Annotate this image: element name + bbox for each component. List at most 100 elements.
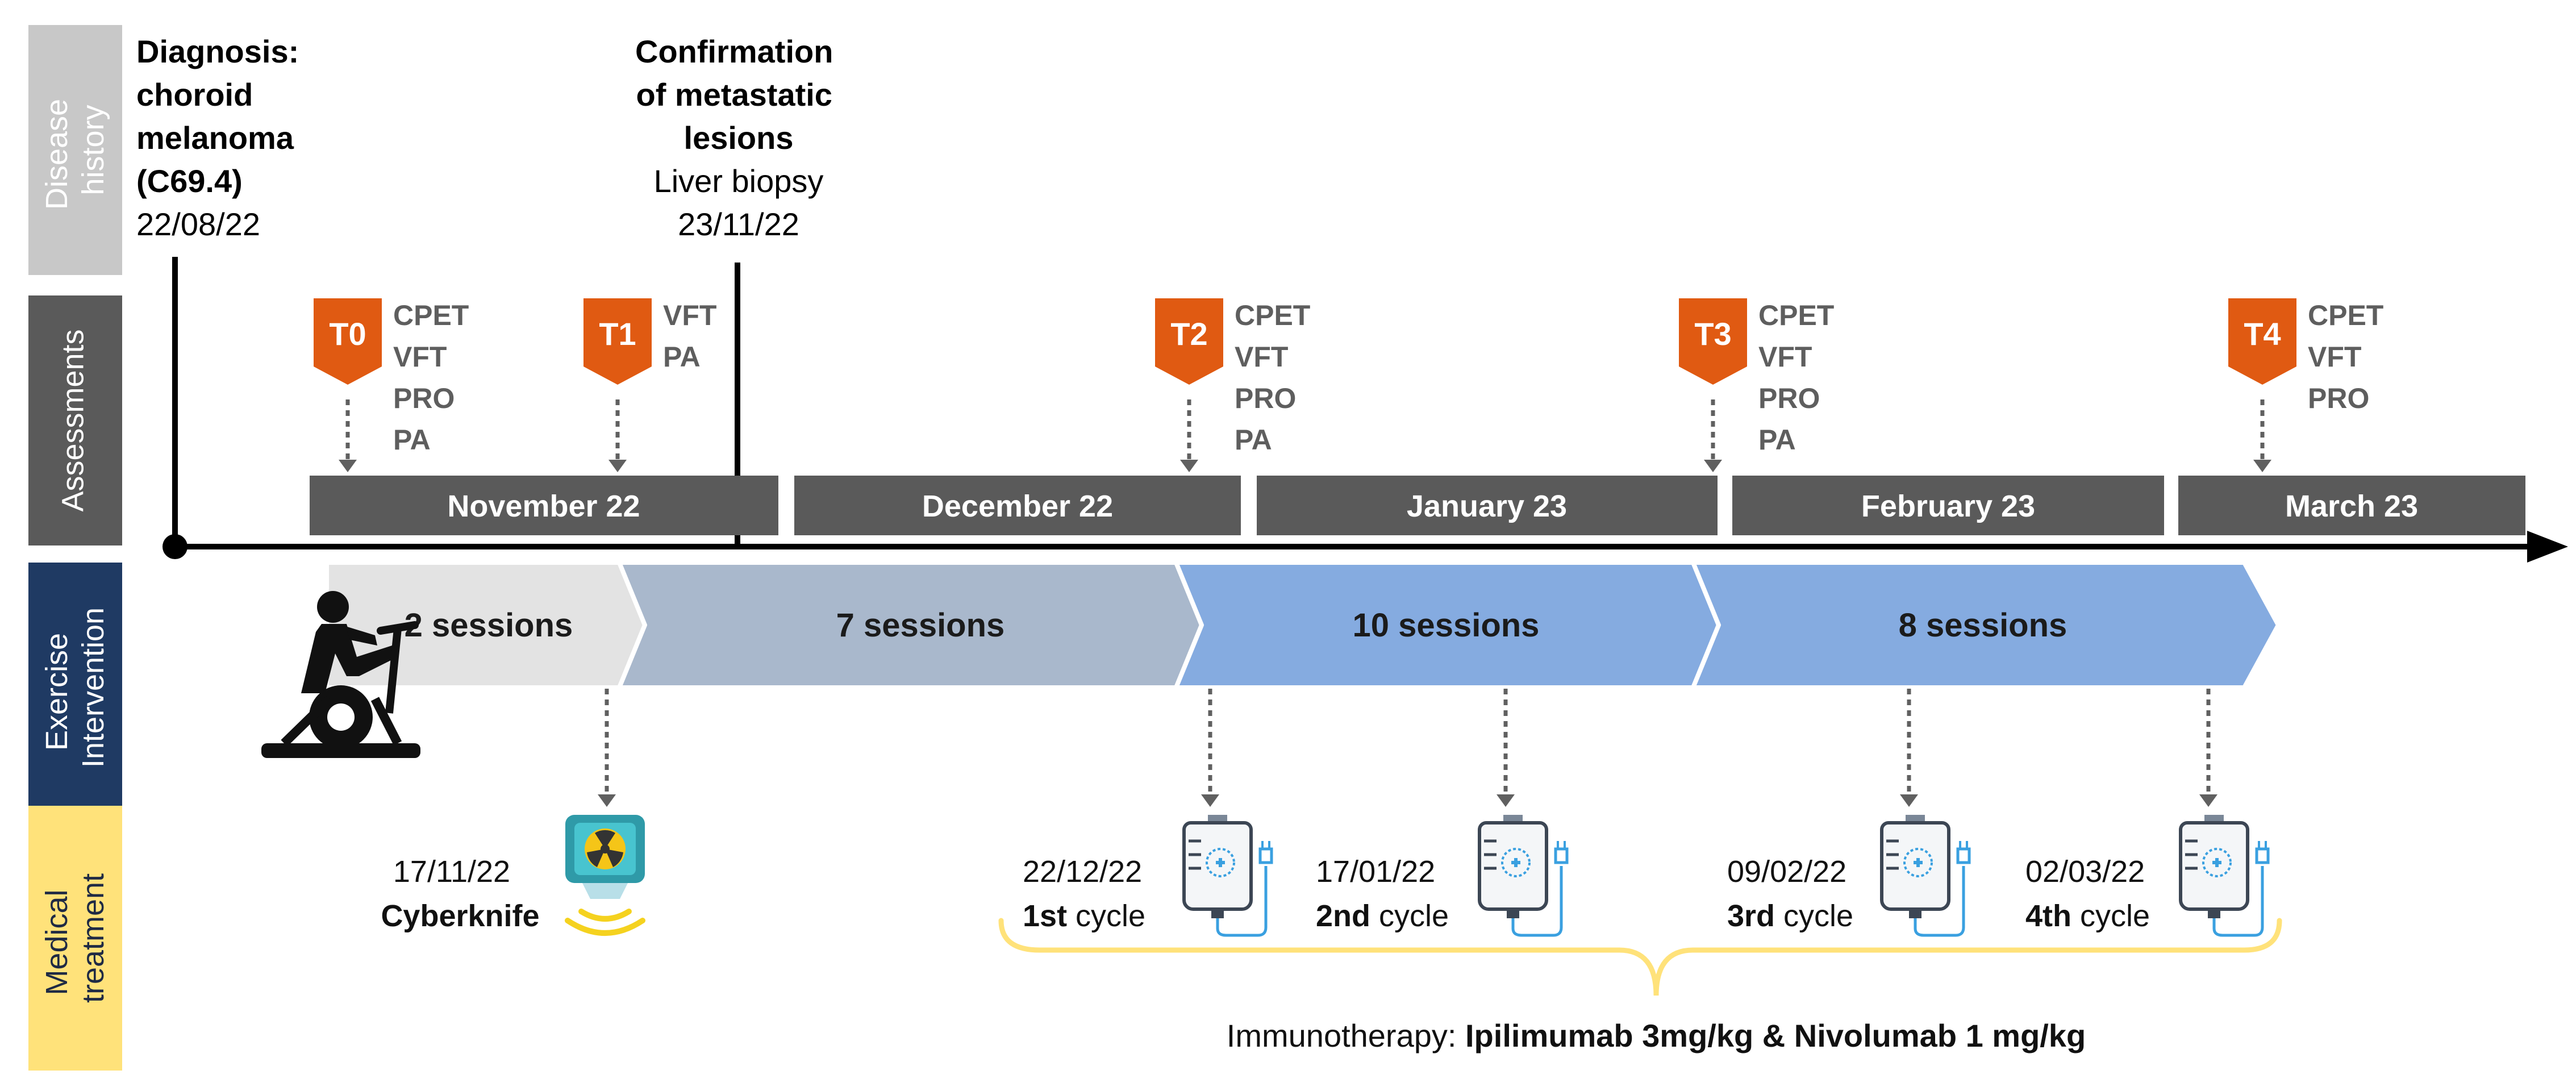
- immunotherapy-brace: [998, 918, 2282, 996]
- assessment-item: VFT: [663, 299, 716, 331]
- exercise-chevrons: 2 sessions 7 sessions 10 sessions 8 sess…: [324, 560, 2281, 690]
- month-label-december: December 22: [922, 489, 1113, 523]
- assessment-tags: T0 CPET VFT PRO PA T1 VFT PA T2 CPE: [314, 298, 2391, 472]
- confirmation-title-line-2: of metastatic: [636, 77, 832, 113]
- assessment-arrowhead: [608, 460, 627, 472]
- assessment-items: CPET VFT PRO PA: [1235, 299, 1318, 456]
- month-label-january: January 23: [1407, 489, 1567, 523]
- diagnosis-title-line-1: Diagnosis:: [136, 34, 299, 69]
- assessment-tag-shape: [2228, 298, 2296, 385]
- treatment-arrowhead-cycle-3: [1900, 794, 1918, 807]
- assessment-tag-label: T0: [329, 316, 366, 352]
- assessment-arrowhead: [1180, 460, 1198, 472]
- treatment-ordinal: 2nd: [1316, 899, 1370, 933]
- assessment-item: CPET: [1758, 299, 1834, 331]
- month-label-march: March 23: [2285, 489, 2418, 523]
- assessment-item: PA: [663, 341, 701, 373]
- immunotherapy-drugs: Ipilimumab 3mg/kg & Nivolumab 1 mg/kg: [1465, 1018, 2086, 1053]
- row-label-disease-line-1: Disease: [40, 99, 74, 210]
- timeline-origin-dot: [162, 534, 187, 559]
- iv-bag-icon: [2179, 815, 2270, 937]
- iv-bag-icon: [1182, 815, 1273, 937]
- assessment-tag-label: T4: [2244, 316, 2281, 352]
- assessment-items: VFT PA: [663, 299, 724, 373]
- row-label-bg-assessments: [28, 295, 122, 546]
- treatment-date-cycle-1: 22/12/22: [1023, 855, 1142, 889]
- treatment-label-cycle-3: 3rd cycle: [1727, 899, 1853, 933]
- treatment-suffix: cycle: [1370, 899, 1449, 933]
- assessment-item: VFT: [1758, 341, 1812, 373]
- timeline-axis: [162, 531, 2568, 563]
- treatment-date-cycle-3: 09/02/22: [1727, 855, 1846, 889]
- assessment-t2: T2 CPET VFT PRO PA: [1155, 298, 1318, 472]
- treatment-arrowhead-cycle-4: [2199, 794, 2217, 807]
- treatment-suffix: cycle: [1775, 899, 1853, 933]
- assessment-arrowhead: [339, 460, 357, 472]
- assessment-item: PRO: [393, 382, 455, 414]
- treatment-ordinal: 3rd: [1727, 899, 1775, 933]
- row-label-exercise-line-2: Intervention: [76, 607, 110, 768]
- month-label-november: November 22: [447, 489, 640, 523]
- assessment-items: CPET VFT PRO: [2308, 299, 2391, 414]
- disease-history: Diagnosis: choroid melanoma (C69.4) 22/0…: [136, 34, 842, 547]
- assessment-item: PA: [1758, 424, 1796, 456]
- treatment-date-cyberknife: 17/11/22: [393, 855, 510, 889]
- month-bar-february: [1732, 476, 2164, 535]
- assessment-items: CPET VFT PRO PA: [393, 299, 477, 456]
- immunotherapy-caption: Immunotherapy: Ipilimumab 3mg/kg & Nivol…: [1227, 1018, 2086, 1053]
- diagnosis-title-line-4: (C69.4): [136, 163, 243, 199]
- confirmation-title: Confirmation of metastatic lesions: [635, 34, 842, 156]
- row-label-medical: Medical treatment: [40, 873, 110, 1003]
- treatment-arrowhead-cyberknife: [598, 794, 616, 807]
- assessment-tag-shape: [1155, 298, 1223, 385]
- treatment-suffix: cycle: [2071, 899, 2150, 933]
- treatment-ordinal: 4th: [2025, 899, 2071, 933]
- iv-bag-icon: [1478, 815, 1569, 937]
- exercise-label-10-sessions: 10 sessions: [1353, 607, 1540, 644]
- treatment-date-cycle-2: 17/01/22: [1316, 855, 1435, 889]
- assessment-item: PRO: [1235, 382, 1296, 414]
- assessment-tag-shape: [583, 298, 652, 385]
- assessment-item: PRO: [2308, 382, 2369, 414]
- assessment-item: VFT: [393, 341, 447, 373]
- assessment-t4: T4 CPET VFT PRO: [2228, 298, 2391, 472]
- treatment-ordinal: 1st: [1023, 899, 1067, 933]
- assessment-t3: T3 CPET VFT PRO PA: [1679, 298, 1834, 472]
- month-bar-march: [2178, 476, 2525, 535]
- exercise-label-7-sessions: 7 sessions: [836, 607, 1005, 644]
- stationary-bike-icon: [261, 591, 420, 758]
- confirmation-title-line-1: Confirmation: [635, 34, 833, 69]
- confirmation-detail: Liver biopsy: [654, 163, 824, 199]
- assessment-t0: T0 CPET VFT PRO PA: [314, 298, 477, 472]
- exercise-label-2-sessions: 2 sessions: [405, 607, 573, 644]
- assessment-item: PA: [1235, 424, 1272, 456]
- radiation-device-icon: [565, 815, 645, 936]
- treatment-arrowhead-cycle-2: [1497, 794, 1515, 807]
- assessment-tag-label: T1: [599, 316, 636, 352]
- diagnosis-title-line-3: melanoma: [136, 120, 294, 156]
- month-bar-january: [1257, 476, 1718, 535]
- exercise-label-8-sessions: 8 sessions: [1899, 607, 2068, 644]
- treatment-date-cycle-4: 02/03/22: [2025, 855, 2145, 889]
- month-bar-november: [310, 476, 778, 535]
- assessment-item: VFT: [1235, 341, 1288, 373]
- assessment-item: VFT: [2308, 341, 2361, 373]
- row-label-medical-line-1: Medical: [40, 889, 74, 995]
- assessment-arrowhead: [2253, 460, 2271, 472]
- row-label-medical-line-2: treatment: [76, 873, 110, 1003]
- assessment-tag-shape: [1679, 298, 1747, 385]
- row-label-exercise-line-1: Exercise: [40, 633, 74, 751]
- treatment-label-cycle-1: 1st cycle: [1023, 899, 1145, 933]
- assessment-arrowhead: [1704, 460, 1722, 472]
- month-label-february: February 23: [1861, 489, 2035, 523]
- month-bar-december: [794, 476, 1241, 535]
- confirmation-title-line-3: lesions: [684, 120, 794, 156]
- month-bars: November 22 December 22 January 23 Febru…: [310, 476, 2525, 535]
- assessment-item: PA: [393, 424, 431, 456]
- assessment-t1: T1 VFT PA: [583, 298, 724, 472]
- exercise-phase-8-sessions: [1691, 560, 2281, 690]
- assessment-item: CPET: [1235, 299, 1310, 331]
- treatment-name-cyberknife: Cyberknife: [381, 899, 539, 933]
- treatment-labels: 17/11/22 Cyberknife 22/12/22 1st cycle 1…: [381, 855, 2150, 933]
